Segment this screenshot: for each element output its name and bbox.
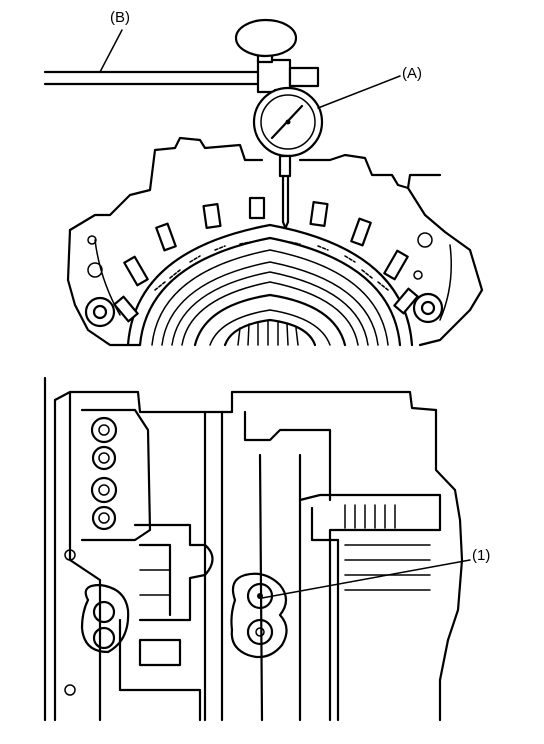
clutch-spline-teeth — [113, 196, 419, 323]
dial-gauge — [43, 18, 324, 230]
label-dial-gauge: (A) — [402, 65, 422, 82]
callouts-bottom: (1) — [261, 547, 490, 599]
label-rod: (B) — [110, 9, 130, 26]
leader-line-b — [99, 29, 123, 73]
bottom-view-case — [43, 376, 464, 722]
callouts-top: (B) (A) — [99, 9, 422, 109]
top-view-clutch-housing — [66, 136, 484, 347]
leader-line-1 — [261, 559, 471, 599]
leader-line-a — [317, 75, 401, 109]
label-fluid-port: (1) — [472, 547, 490, 564]
